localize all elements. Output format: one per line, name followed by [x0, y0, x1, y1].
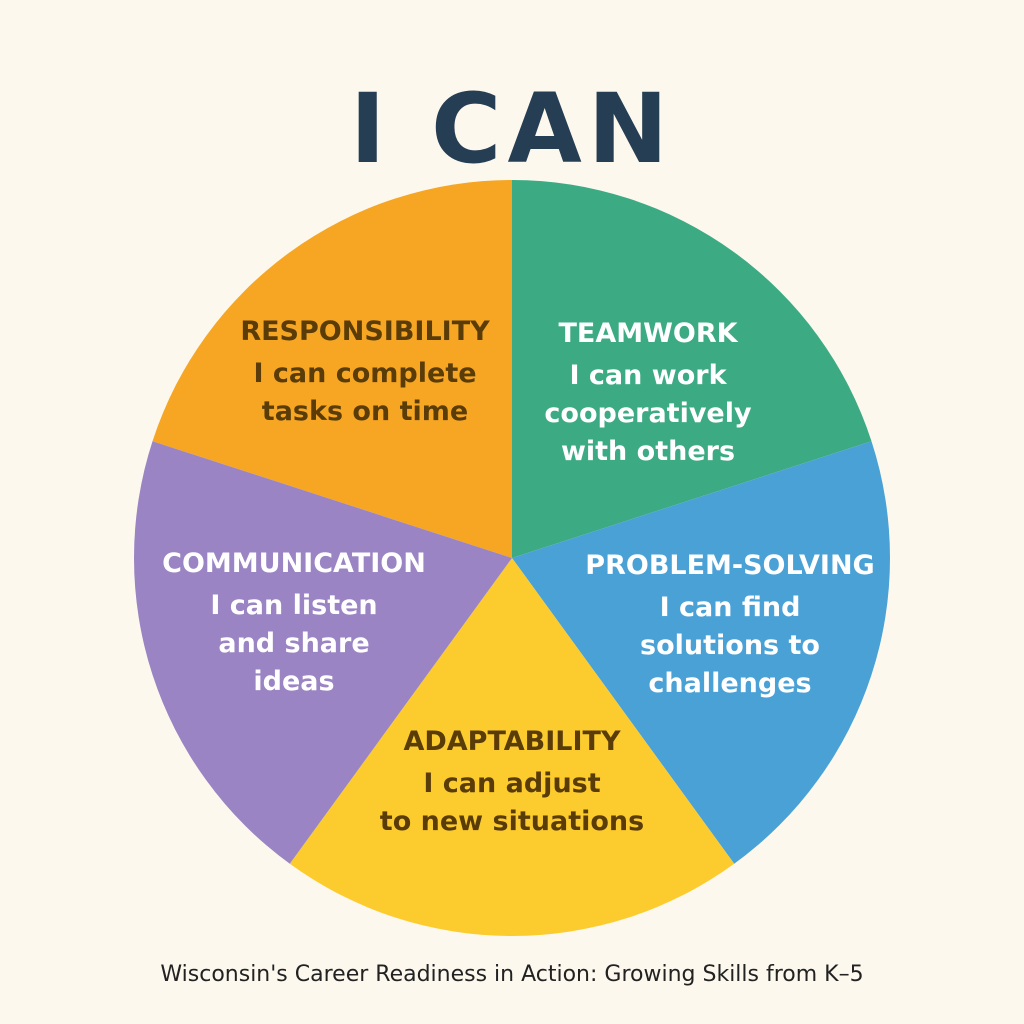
segment-text-adaptability: I can adjust — [423, 768, 600, 799]
segment-title-teamwork: TEAMWORK — [558, 318, 738, 349]
segment-title-adaptability: ADAPTABILITY — [403, 726, 621, 757]
segment-text-teamwork: with others — [561, 436, 735, 467]
segment-text-communication: I can listen — [210, 590, 377, 621]
segment-title-communication: COMMUNICATION — [162, 548, 426, 579]
skills-wheel: RESPONSIBILITY I can complete tasks on tim… — [134, 180, 890, 937]
segment-title-problem-solving: PROBLEM-SOLVING — [585, 550, 874, 581]
segment-adaptability — [289, 558, 735, 937]
segment-text-teamwork: I can work — [569, 360, 727, 391]
segment-text-problem-solving: I can find — [660, 592, 801, 623]
segment-text-problem-solving: challenges — [648, 668, 811, 699]
segment-responsibility — [152, 180, 512, 558]
segment-title-responsibility: RESPONSIBILITY — [240, 316, 490, 347]
segment-text-responsibility: tasks on time — [262, 396, 468, 427]
segment-teamwork — [512, 180, 872, 558]
segment-communication — [134, 441, 512, 864]
segment-problem-solving — [512, 441, 890, 864]
segment-text-communication: ideas — [253, 666, 334, 697]
segment-text-teamwork: cooperatively — [544, 398, 752, 429]
segment-text-adaptability: to new situations — [380, 806, 644, 837]
heading-title: I CAN — [350, 73, 674, 185]
segment-text-responsibility: I can complete — [253, 358, 476, 389]
segment-text-problem-solving: solutions to — [640, 630, 820, 661]
caption: Wisconsin's Career Readiness in Action: … — [160, 962, 864, 987]
segment-text-communication: and share — [218, 628, 369, 659]
